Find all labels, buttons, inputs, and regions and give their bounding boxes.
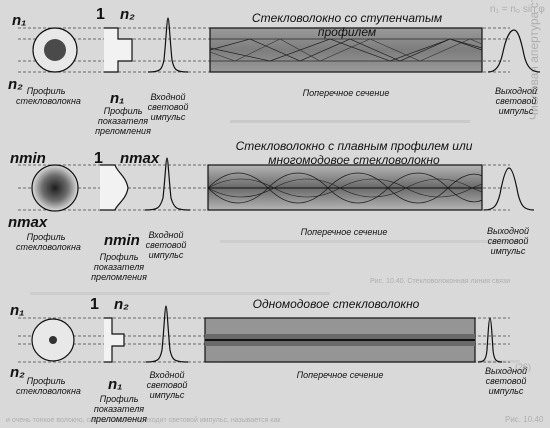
bleed-bottom-line: и очень тонкое волокно, сквозь которое п… xyxy=(6,416,281,424)
panel-single-mode xyxy=(18,305,510,363)
cross-caption: Поперечное сечение xyxy=(302,88,390,98)
index-one-label: 1 xyxy=(90,296,99,313)
n1-label: n₁ xyxy=(10,302,25,319)
panel-step-index xyxy=(18,17,541,73)
index-n2-label: n₂ xyxy=(120,6,135,23)
profile-caption: Профиль стекловолокна xyxy=(16,232,81,252)
bleed-bottom-ref: Рис. 10.40 xyxy=(505,415,544,424)
n1-label: n₁ xyxy=(12,12,27,29)
input-pulse xyxy=(147,17,189,73)
cross-caption: Поперечное сечение xyxy=(300,227,388,237)
nmax-label: nmax xyxy=(8,214,48,231)
index-graded-profile xyxy=(100,164,129,211)
input-caption: Входной световой импульс xyxy=(146,370,188,400)
output-caption: Выходной световой импульс xyxy=(485,366,527,396)
output-caption: Выходной световой импульс xyxy=(487,226,529,256)
index-one-label: 1 xyxy=(96,6,105,23)
index-caption: Профиль показателя преломления xyxy=(95,106,151,136)
index-step-profile xyxy=(104,317,125,363)
bleed-fig-label: Рис. 10.40. Стекловолоконная линия связи xyxy=(370,278,510,285)
cross-caption: Поперечное сечение xyxy=(296,370,384,380)
fiber-profile-circle xyxy=(31,164,79,212)
panel-3-title: Одномодовое стекловолокно xyxy=(252,297,420,311)
output-pulse xyxy=(477,317,503,363)
output-caption: Выходной световой импульс xyxy=(495,86,537,116)
output-pulse xyxy=(483,167,535,211)
panel-1-title: Стекловолокно со ступенчатым профилем xyxy=(251,11,443,39)
index-nmax-label: nmax xyxy=(120,150,160,167)
panel-graded-index xyxy=(18,157,535,212)
index-caption: Профиль показателя преломления xyxy=(91,394,147,424)
bleed-ref: (26) xyxy=(515,362,531,372)
input-pulse xyxy=(145,305,189,363)
bleed-formula: n₁ = n₀ sin φ xyxy=(490,4,545,15)
input-pulse xyxy=(144,157,191,211)
fiber-core xyxy=(49,336,57,344)
index-step-profile xyxy=(104,27,133,73)
index-n1-label: n₁ xyxy=(108,376,123,393)
index-one-label: 1 xyxy=(94,150,103,167)
profile-caption: Профиль стекловолокна xyxy=(16,86,81,106)
fiber-core xyxy=(44,39,66,61)
input-caption: Входной световой импульс xyxy=(147,92,189,122)
nmin-label: nmin xyxy=(10,150,46,167)
bleed-side-text: Числовая апертура стекловолокна xyxy=(527,0,541,120)
panel-2-title: Стекловолокно с плавным профилем или мно… xyxy=(235,139,473,167)
index-nmin-label: nmin xyxy=(104,232,140,249)
n2-label: n₂ xyxy=(8,76,23,93)
n2-label: n₂ xyxy=(10,364,25,381)
index-n1-label: n₁ xyxy=(110,90,125,107)
profile-caption: Профиль стекловолокна xyxy=(16,376,81,396)
index-n2-label: n₂ xyxy=(114,296,129,313)
index-caption: Профиль показателя преломления xyxy=(91,252,147,282)
output-pulse xyxy=(487,29,541,73)
input-caption: Входной световой импульс xyxy=(145,230,187,260)
